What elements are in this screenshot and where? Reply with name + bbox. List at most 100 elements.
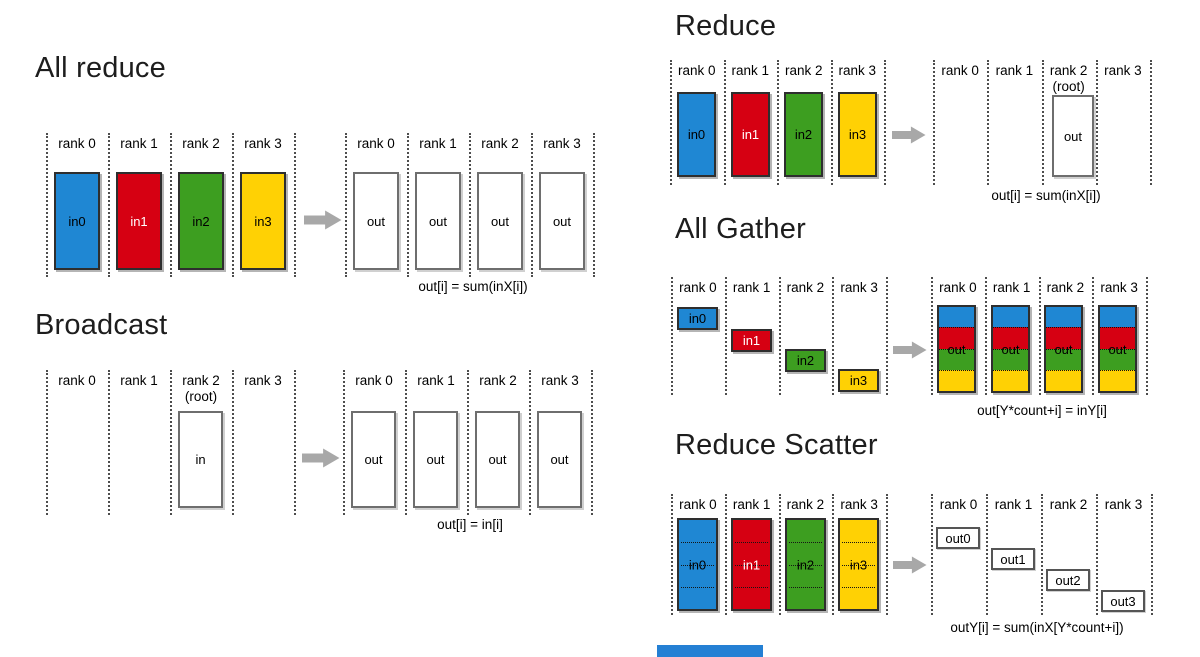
section-title-all-gather: All Gather <box>675 213 806 245</box>
out-box: out <box>351 411 396 508</box>
rank-label: rank 0 <box>939 280 977 295</box>
out-box: out <box>353 172 399 270</box>
formula-caption-reduce: out[i] = sum(inX[i]) <box>991 188 1101 203</box>
red-segment <box>1100 327 1135 349</box>
arrow-icon <box>893 556 927 579</box>
rank-divider <box>671 494 673 615</box>
arrow-icon <box>304 210 342 235</box>
rank-divider <box>777 60 779 185</box>
rank-label: rank 2 <box>784 63 823 78</box>
in2-box: in2 <box>178 172 224 270</box>
in3-box: in3 <box>240 172 286 270</box>
arrow-icon <box>893 341 927 364</box>
out-box: out <box>415 172 461 270</box>
rank-divider <box>931 494 933 615</box>
out3-box: out3 <box>1101 590 1145 612</box>
rank-divider <box>884 60 886 185</box>
out-box: out <box>537 411 582 508</box>
segment-divider <box>735 586 768 588</box>
in1-box: in1 <box>731 329 772 352</box>
rank-label: rank 3 <box>1104 497 1143 512</box>
rank-divider <box>723 60 726 185</box>
rank-label: rank 3 <box>840 497 878 512</box>
rank-divider <box>232 133 234 277</box>
rank-divider <box>1146 277 1148 395</box>
rank-label: rank 1 <box>992 280 1031 295</box>
rank-label: rank 3 <box>1100 280 1138 295</box>
rank-divider <box>933 60 935 185</box>
rank-divider <box>46 133 48 277</box>
rank-label: rank 3 <box>840 280 878 295</box>
rank-label: rank 0 <box>679 280 717 295</box>
blue-segment <box>1046 307 1081 328</box>
in0-box: in0 <box>54 172 100 270</box>
stack-box-label: out <box>1001 341 1020 357</box>
rank-label: rank 3 <box>541 373 579 388</box>
rank-divider <box>469 133 471 277</box>
red-segment <box>939 327 974 349</box>
rank-label: rank 0 <box>941 63 979 78</box>
in1-box: in1 <box>731 518 772 611</box>
segment-divider <box>789 564 822 566</box>
out2-box: out2 <box>1046 569 1090 591</box>
green-segment <box>1046 348 1081 370</box>
rank-divider <box>294 133 296 277</box>
rank-divider <box>1038 277 1041 395</box>
formula-caption-all-reduce: out[i] = sum(inX[i]) <box>418 279 528 294</box>
rank-divider <box>407 133 409 277</box>
rank-label: rank 3 <box>838 63 877 78</box>
rank-divider <box>1095 60 1098 185</box>
green-segment <box>1100 348 1135 370</box>
in2-box: in2 <box>785 349 826 372</box>
rank-divider <box>108 133 110 277</box>
rank-label: rank 1 <box>120 136 158 151</box>
out0-box: out0 <box>936 527 980 549</box>
rank-label: rank 2 <box>786 497 825 512</box>
rank-label: rank 0 <box>677 63 716 78</box>
out-box: out <box>1098 305 1137 393</box>
blue-segment <box>993 307 1028 328</box>
rank-label: rank 0 <box>679 497 717 512</box>
rank-divider <box>1041 494 1043 615</box>
rank-divider <box>724 494 727 615</box>
in3-box: in3 <box>838 518 879 611</box>
rank-divider <box>170 370 172 515</box>
rank-divider <box>1092 277 1095 395</box>
box-label: in2 <box>796 557 815 572</box>
rank-divider <box>832 494 835 615</box>
in1-box: in1 <box>731 92 770 177</box>
rank-label: rank 3 <box>244 136 282 151</box>
rank-label: rank 2 <box>1046 280 1085 295</box>
rank-divider <box>1150 60 1152 185</box>
out-box: out <box>1052 95 1094 177</box>
root-note: (root) <box>184 389 218 404</box>
in1-box: in1 <box>116 172 162 270</box>
green-segment <box>993 348 1028 370</box>
segment-divider <box>681 564 714 566</box>
in0-box: in0 <box>677 518 718 611</box>
rank-label: rank 2 <box>479 373 517 388</box>
rank-divider <box>1096 494 1098 615</box>
red-segment <box>1046 327 1081 349</box>
rank-divider <box>593 133 595 277</box>
rank-label: rank 1 <box>732 280 771 295</box>
root-note: (root) <box>1052 79 1085 94</box>
rank-label: rank 3 <box>1104 63 1142 78</box>
rank-divider <box>405 370 407 515</box>
rank-divider <box>343 370 345 515</box>
rank-divider <box>886 277 888 395</box>
segment-divider <box>842 586 875 588</box>
rank-label: rank 2 <box>1049 63 1088 78</box>
rank-divider <box>529 370 531 515</box>
rank-divider <box>591 370 593 515</box>
rank-divider <box>670 60 672 185</box>
yellow-segment <box>1100 369 1135 391</box>
rank-divider <box>830 60 833 185</box>
rank-divider <box>671 277 673 395</box>
yellow-segment <box>993 369 1028 391</box>
rank-divider <box>724 277 727 395</box>
rank-divider <box>778 494 781 615</box>
rank-divider <box>886 494 888 615</box>
segment-divider <box>681 542 714 544</box>
